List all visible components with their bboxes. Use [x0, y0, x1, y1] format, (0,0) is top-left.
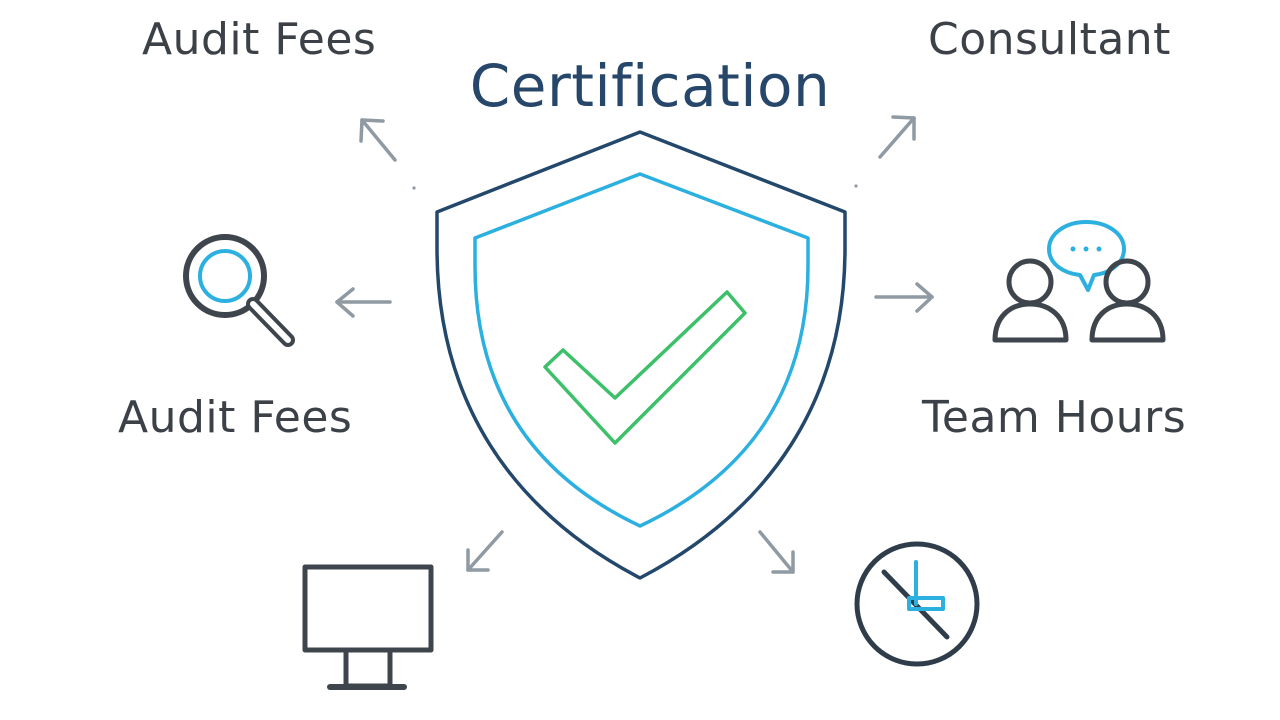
- arrow-left: [335, 287, 392, 318]
- label-team-hours: Team Hours: [922, 392, 1187, 443]
- clock-icon: [854, 541, 980, 667]
- label-audit-fees-middle: Audit Fees: [118, 392, 353, 443]
- diagram-title: Certification: [469, 52, 831, 120]
- team-chat-icon: [992, 220, 1166, 343]
- speech-bubble-icon: [1047, 220, 1126, 292]
- shield-check-icon: [435, 130, 847, 580]
- shield-outer: [435, 130, 847, 580]
- shield-inner: [473, 172, 810, 528]
- label-consultant: Consultant: [928, 14, 1171, 65]
- arrow-down-left: [466, 530, 504, 572]
- monitor-icon: [302, 564, 434, 690]
- magnifier-icon: [183, 234, 295, 347]
- arrow-down-right: [758, 530, 795, 574]
- check-mark: [543, 290, 747, 445]
- arrow-right: [874, 282, 934, 313]
- label-audit-fees-top: Audit Fees: [142, 14, 377, 65]
- arrow-up-right: [854, 115, 916, 188]
- arrow-up-left: [359, 118, 416, 190]
